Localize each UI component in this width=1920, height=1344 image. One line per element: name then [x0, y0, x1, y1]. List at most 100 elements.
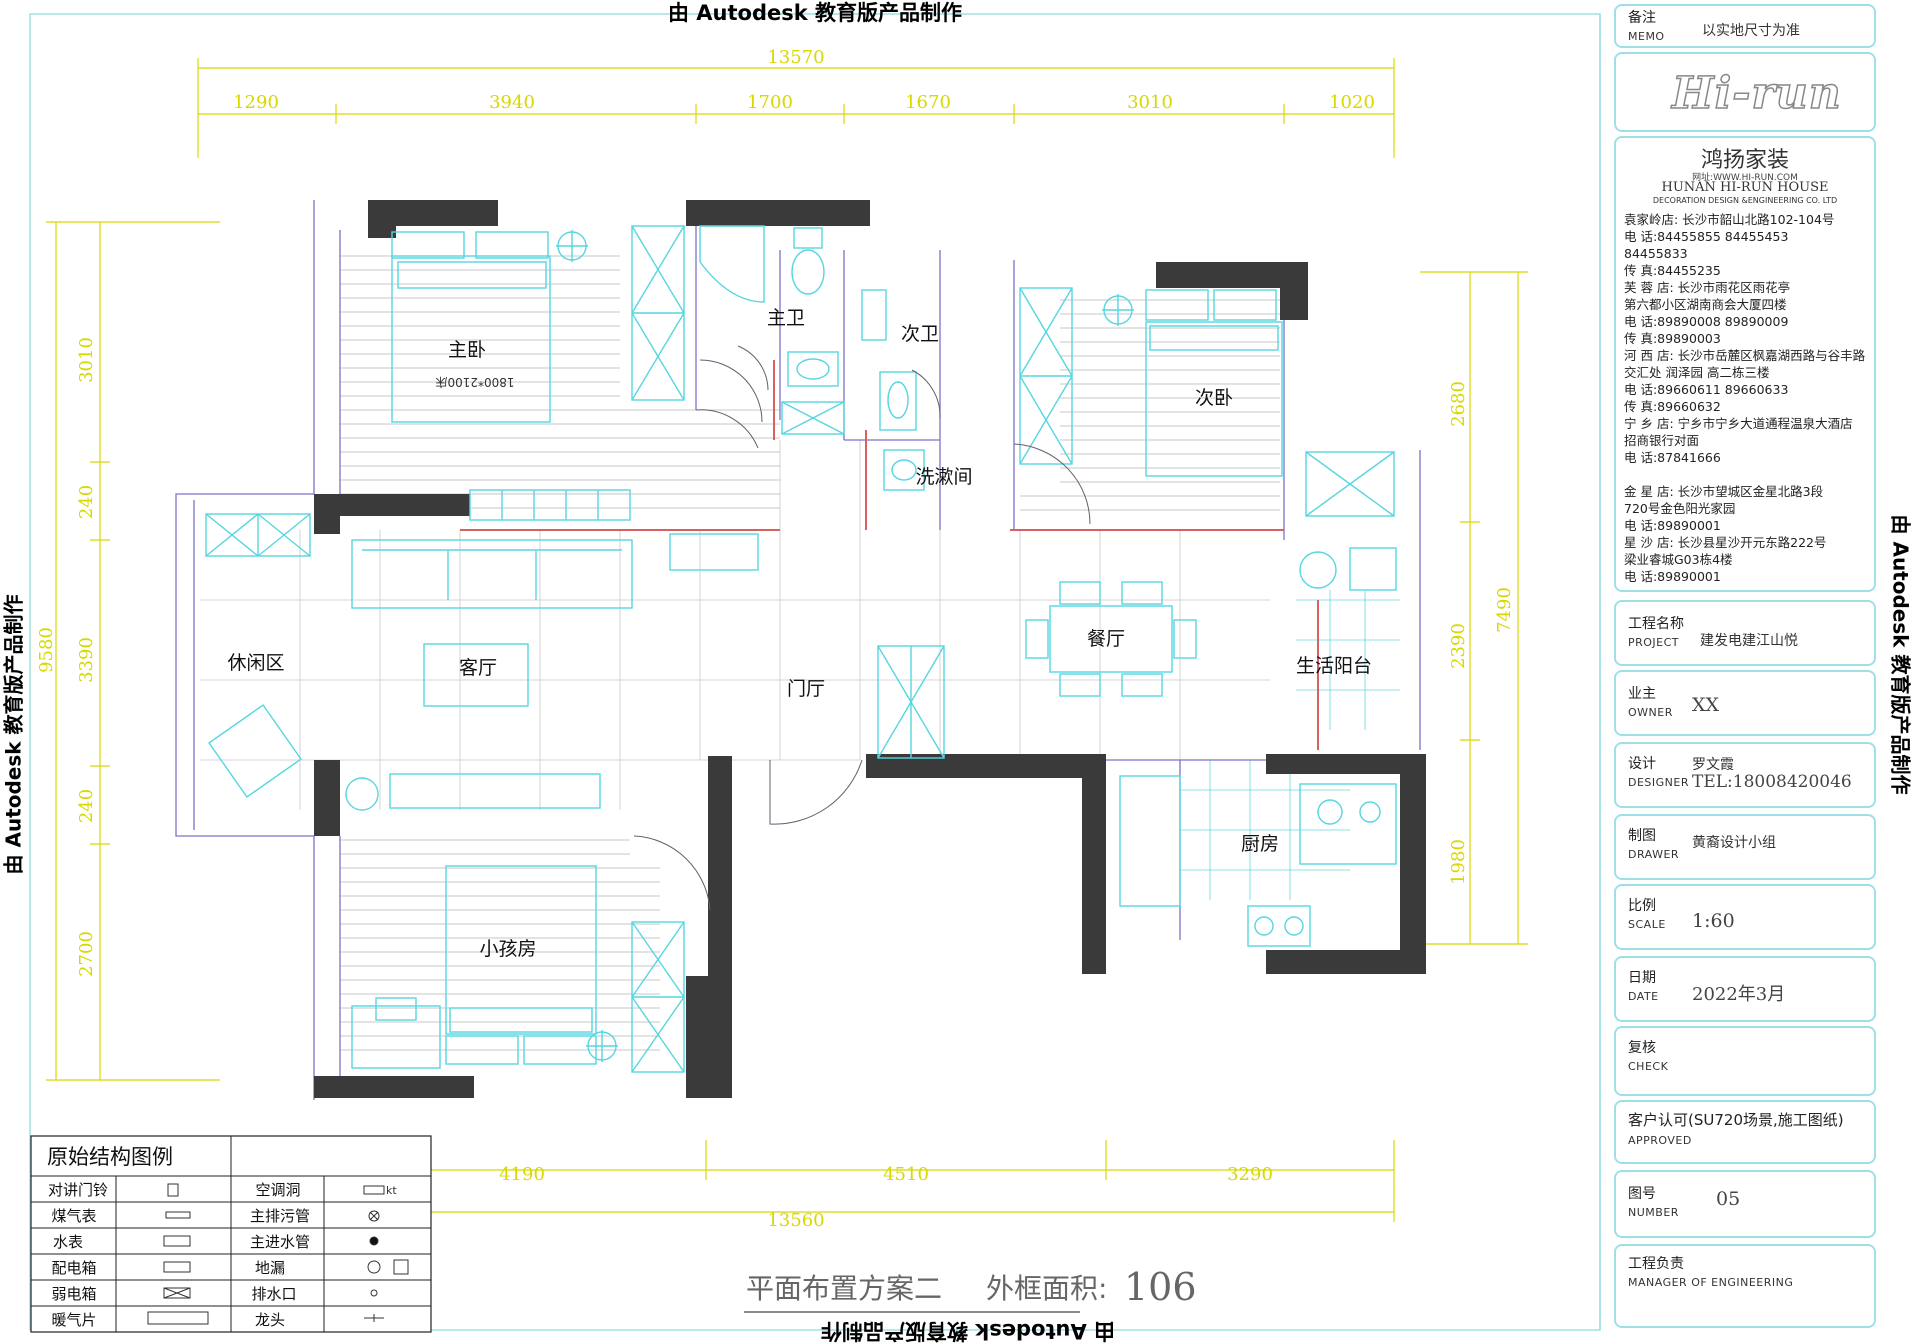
dim-top-3: 1700 — [747, 92, 793, 113]
round-stool — [345, 777, 379, 811]
check-panel: 复核 CHECK — [1614, 1026, 1876, 1096]
company-name: 鸿扬家装 — [1700, 148, 1789, 173]
drawer-value: 黄裔设计小组 — [1692, 835, 1776, 851]
wall-outlines — [175, 200, 1421, 1100]
master-bed — [391, 231, 551, 423]
info-line: 电 话:87841666 — [1624, 450, 1721, 465]
drawer-sub: DRAWER — [1628, 848, 1680, 861]
dim-top-2: 3940 — [489, 92, 535, 113]
ac-hole-icon — [363, 1185, 385, 1195]
label-master-bedroom: 主卧 — [448, 339, 486, 361]
dim-top-total: 13570 — [767, 47, 824, 68]
info-line: 河 西 店: 长沙市岳麓区枫嘉湖西路与谷丰路 — [1624, 348, 1866, 363]
plant-stand — [669, 533, 759, 571]
master-wood-floor — [340, 255, 780, 509]
approved-sub: APPROVED — [1628, 1134, 1692, 1147]
project-value: 建发电建江山悦 — [1700, 633, 1798, 649]
owner-sub: OWNER — [1628, 706, 1673, 719]
label-second-bath: 次卫 — [901, 323, 939, 345]
kids-bed — [445, 865, 597, 1065]
owner-value: XX — [1692, 694, 1720, 716]
designer-label: 设计 — [1628, 756, 1656, 772]
kitchen-sink — [1299, 783, 1397, 865]
legend-item-water-pipe: 主进水管 — [250, 1233, 310, 1251]
legend-item-ac-hole: 空调洞 — [255, 1181, 300, 1199]
dim-top-1: 1290 — [233, 92, 279, 113]
project-panel: 工程名称 PROJECT 建发电建江山悦 — [1614, 600, 1876, 666]
scale-panel: 比例 SCALE 1:60 — [1614, 884, 1876, 950]
weak-box-icon — [163, 1287, 191, 1299]
memo-value: 以实地尺寸为准 — [1702, 23, 1800, 39]
fridge — [1119, 775, 1181, 907]
desk — [351, 1005, 441, 1069]
legend-item-water-meter: 水表 — [53, 1233, 83, 1251]
dim-top-6: 1020 — [1329, 92, 1375, 113]
info-line: 84455833 — [1624, 246, 1688, 261]
info-line: 梁业睿城G03栋4楼 — [1624, 552, 1733, 567]
date-value: 2022年3月 — [1692, 984, 1786, 1005]
floor-tiles — [200, 255, 1400, 1051]
shelf — [861, 289, 887, 341]
dim-bottom-total: 13560 — [767, 1210, 824, 1231]
label-master-bath: 主卫 — [767, 307, 805, 329]
label-dining: 餐厅 — [1087, 628, 1125, 650]
manager-panel: 工程负责 MANAGER OF ENGINEERING — [1614, 1244, 1876, 1328]
watermark-left: 由 Autodesk 教育版产品制作 — [1, 594, 26, 875]
tv-stand — [389, 773, 601, 809]
legend-item-distribution-box: 配电箱 — [51, 1259, 96, 1277]
scale-label: 比例 — [1628, 898, 1656, 914]
radiator-icon — [147, 1311, 209, 1325]
designer-panel: 设计 DESIGNER 罗文霞 TEL:18008420046 — [1614, 742, 1876, 808]
drawer-label: 制图 — [1628, 828, 1656, 844]
label-balcony: 生活阳台 — [1296, 655, 1372, 677]
info-line: 传 真:89890003 — [1624, 331, 1721, 346]
date-sub: DATE — [1628, 990, 1659, 1003]
number-label: 图号 — [1628, 1186, 1656, 1202]
label-second-bedroom: 次卧 — [1195, 387, 1233, 409]
date-label: 日期 — [1628, 970, 1656, 986]
watermark-top: 由 Autodesk 教育版产品制作 — [668, 1, 962, 25]
second-bed — [1145, 289, 1283, 477]
label-leisure: 休闲区 — [227, 652, 284, 674]
watermark-right: 由 Autodesk 教育版产品制作 — [1888, 514, 1913, 795]
dim-bottom-3: 4510 — [883, 1164, 929, 1185]
date-panel: 日期 DATE 2022年3月 — [1614, 956, 1876, 1022]
dim-left-3: 3390 — [76, 637, 97, 683]
info-line: 传 真:84455235 — [1624, 263, 1721, 278]
furniture — [205, 225, 1397, 1073]
legend-item-drain-outlet: 排水口 — [251, 1285, 296, 1303]
dim-left-1: 3010 — [76, 337, 97, 383]
floor-drain-square-icon — [393, 1259, 409, 1275]
tap-icon — [364, 1314, 384, 1322]
legend-item-tap: 龙头 — [255, 1311, 285, 1329]
living-tile-grid — [200, 440, 1270, 810]
dim-bottom-2: 4190 — [499, 1164, 545, 1185]
label-bed-size: 1800*2100床 — [435, 375, 514, 389]
watermark-bottom: 由 Autodesk 教育版产品制作 — [821, 1319, 1115, 1343]
manager-sub: MANAGER OF ENGINEERING — [1628, 1276, 1794, 1289]
balcony-tile-grid — [1296, 590, 1400, 730]
legend-item-gas-meter: 煤气表 — [51, 1207, 96, 1225]
lounge-chair — [208, 704, 302, 798]
label-kids-room: 小孩房 — [479, 938, 536, 960]
memo-panel: 备注 MEMO 以实地尺寸为准 — [1614, 4, 1876, 48]
dim-left-4: 240 — [76, 789, 97, 823]
dim-right-2: 2390 — [1448, 623, 1469, 669]
owner-panel: 业主 OWNER XX — [1614, 670, 1876, 736]
water-meter-icon — [163, 1235, 191, 1247]
intercom-icon — [167, 1183, 179, 1197]
dim-bottom-4: 3290 — [1227, 1164, 1273, 1185]
designer-sub: DESIGNER — [1628, 776, 1689, 789]
scale-value: 1:60 — [1692, 910, 1735, 932]
info-line: 交汇处 润泽园 高二栋三楼 — [1624, 365, 1770, 380]
scale-sub: SCALE — [1628, 918, 1666, 931]
coffee-table — [423, 643, 529, 707]
floor-drain-icon — [367, 1260, 381, 1274]
company-panel: 鸿扬家装 网址:WWW.HI-RUN.COM HUNAN HI-RUN HOUS… — [1614, 136, 1876, 592]
balcony-cabinet — [1305, 451, 1395, 517]
partition-lines — [460, 360, 1319, 750]
tv-cabinet — [469, 489, 631, 521]
basin — [787, 351, 839, 387]
legend-symbols: kt — [147, 1183, 409, 1325]
dim-left-5: 2700 — [76, 931, 97, 977]
